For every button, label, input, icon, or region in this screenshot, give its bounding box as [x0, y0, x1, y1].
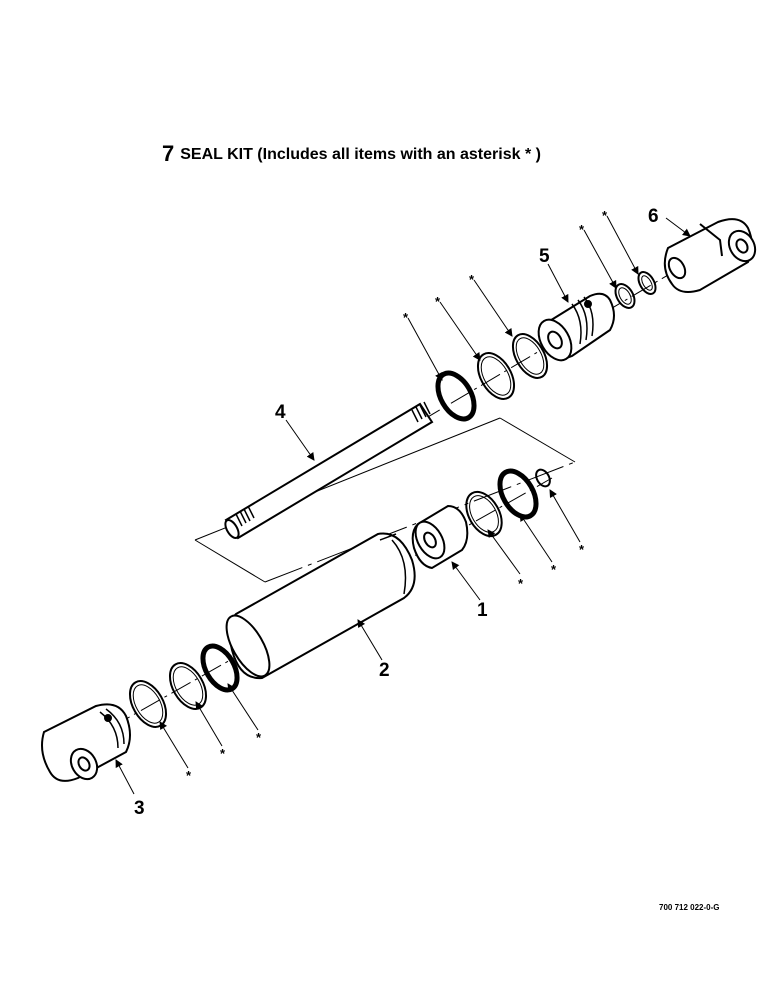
leader-star-wear-ring	[487, 529, 521, 575]
barrel-part	[225, 532, 416, 680]
leader-3	[115, 759, 135, 795]
leader-star-piston-o-ring	[519, 513, 553, 563]
reference-plane-outline-lower	[194, 539, 266, 583]
asterisk-inner-seal: *	[579, 542, 585, 557]
asterisk-backup-ring: *	[220, 746, 226, 761]
rod-wiper-ring-inner	[480, 356, 512, 396]
rod-clevis-part	[663, 218, 757, 293]
piston-wear-ring-inner	[469, 495, 499, 533]
backup-ring-split	[511, 333, 549, 379]
asterisk-rod-o-ring: *	[403, 310, 409, 325]
leader-5	[547, 263, 569, 303]
leader-star-split-ring	[473, 279, 513, 337]
barrel-snap-ring-inner	[132, 684, 164, 724]
piston-inner-seal	[535, 468, 551, 488]
leader-star-ring-b	[583, 229, 617, 289]
reference-plane-outline	[499, 417, 576, 463]
seal-kit-title: 7 SEAL KIT (Includes all items with an as…	[162, 141, 541, 167]
piston-part	[411, 504, 469, 570]
rod-seal-small-b-inner	[618, 287, 632, 305]
leader-2	[357, 619, 383, 661]
asterisk-wiper: *	[435, 294, 441, 309]
base-clevis-part	[41, 703, 131, 782]
piston-o-ring	[497, 468, 539, 520]
lower-centerline	[79, 477, 553, 746]
barrel-snap-ring	[128, 680, 168, 728]
callout-2: 2	[379, 660, 390, 681]
callout-3: 3	[134, 798, 145, 819]
seal-kit-number: 7	[162, 141, 175, 166]
rod-wiper-ring	[476, 352, 516, 400]
asterisk-split-ring: *	[469, 272, 475, 287]
leader-star-inner-seal	[549, 489, 581, 543]
callout-4: 4	[275, 402, 286, 423]
leader-6	[665, 217, 691, 237]
gland-part	[537, 292, 615, 362]
leader-star-ring-a	[606, 215, 639, 275]
rod-seal-small-a	[637, 271, 657, 295]
leader-star-backup-ring	[195, 701, 223, 747]
leader-1	[451, 561, 481, 601]
asterisk-snap-ring: *	[186, 768, 192, 783]
seal-kit-text: SEAL KIT (Includes all items with an ast…	[180, 146, 541, 163]
asterisk-ring-a: *	[602, 208, 608, 223]
asterisk-wear-ring: *	[518, 576, 524, 591]
rod-seal-small-b	[614, 283, 636, 309]
asterisk-barrel-o-ring: *	[256, 730, 262, 745]
rod-o-ring	[435, 370, 477, 422]
rod-seal-small-a-inner	[641, 275, 653, 291]
leader-star-rod-o-ring	[407, 317, 443, 381]
callout-1: 1	[477, 600, 488, 621]
rod-part	[224, 401, 434, 540]
piston-wear-ring	[465, 490, 503, 538]
leader-star-wiper	[439, 301, 481, 361]
leader-star-snap-ring	[159, 721, 189, 769]
backup-ring-split-inner	[515, 337, 545, 375]
leader-star-barrel-o-ring	[227, 683, 259, 731]
leader-4	[285, 419, 315, 461]
callout-5: 5	[539, 246, 550, 267]
drawing-number: 700 712 022-0-G	[659, 903, 720, 912]
asterisk-piston-o-ring: *	[551, 562, 557, 577]
asterisk-ring-b: *	[579, 222, 585, 237]
callout-6: 6	[648, 206, 659, 227]
